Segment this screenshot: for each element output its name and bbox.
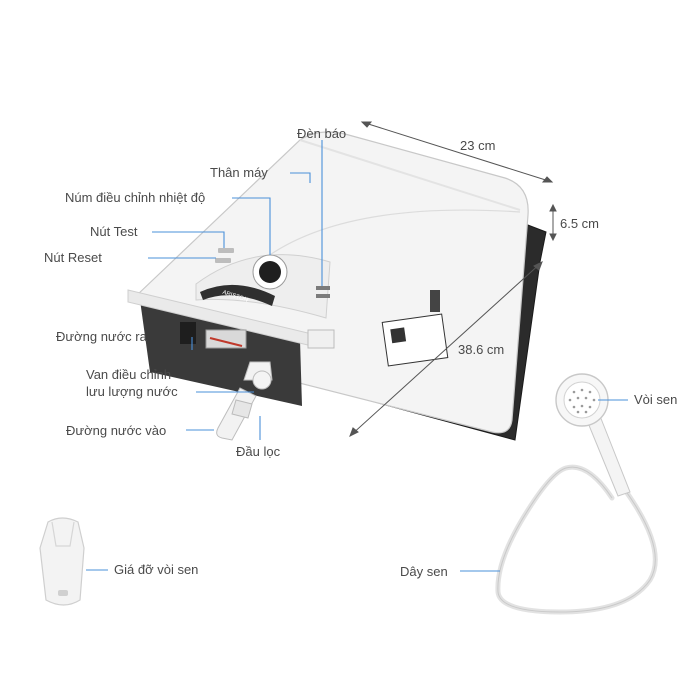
barcode <box>430 290 440 312</box>
leader-test <box>152 231 225 248</box>
dim-width-label: 23 cm <box>460 138 496 153</box>
red-wire <box>209 337 243 347</box>
holder-body <box>39 517 85 606</box>
shower-nozzles <box>568 388 596 414</box>
warning-label <box>307 329 335 349</box>
heater-front-face <box>134 131 529 434</box>
holder-screw-slot <box>58 590 68 596</box>
heater-highlight <box>259 209 521 263</box>
dimension-lines <box>349 121 557 438</box>
indicator-light <box>316 286 330 290</box>
flow-valve <box>252 370 272 390</box>
label-body: Thân máy <box>210 165 268 180</box>
shower-hose <box>495 464 658 615</box>
test-button <box>218 248 234 253</box>
heater-top-edge <box>299 139 521 211</box>
holder-clip <box>51 521 75 547</box>
dim-height-label: 38.6 cm <box>458 342 505 357</box>
water-heater: ARISTON <box>127 131 547 441</box>
shower-handle <box>585 415 631 497</box>
leader-temp-knob <box>232 197 271 255</box>
label-flow-valve-2: lưu lượng nước <box>86 384 178 399</box>
leader-lines <box>86 140 628 572</box>
label-test-button: Nút Test <box>90 224 138 239</box>
dim-height-line <box>349 261 543 437</box>
spec-sticker <box>381 313 449 367</box>
label-temp-knob: Núm điều chỉnh nhiệt độ <box>65 190 206 205</box>
label-shower-hose: Dây sen <box>400 564 448 579</box>
shower-set <box>495 373 658 615</box>
filter-head <box>231 399 253 419</box>
label-flow-valve-1: Van điều chỉnh <box>86 367 172 382</box>
shower-holder <box>39 517 85 606</box>
shower-hose-edge <box>497 466 656 613</box>
indicator-light-2 <box>316 294 330 298</box>
label-shower-holder: Giá đỡ vòi sen <box>114 562 199 577</box>
qr-code <box>390 327 407 344</box>
outlet-connector <box>180 322 196 344</box>
label-water-inlet: Đường nước vào <box>66 423 167 438</box>
temp-knob-center <box>259 261 281 283</box>
label-filter: Đầu lọc <box>236 444 281 459</box>
label-water-outlet: Đường nước ra <box>56 329 147 344</box>
label-reset-button: Nút Reset <box>44 250 102 265</box>
label-indicator: Đèn báo <box>297 126 347 141</box>
dim-depth-label: 6.5 cm <box>560 216 600 231</box>
label-shower-head: Vòi sen <box>634 392 678 407</box>
brand-strip <box>200 284 275 306</box>
leader-body <box>290 172 311 183</box>
reset-button <box>215 258 231 263</box>
dim-width-line <box>361 121 553 183</box>
